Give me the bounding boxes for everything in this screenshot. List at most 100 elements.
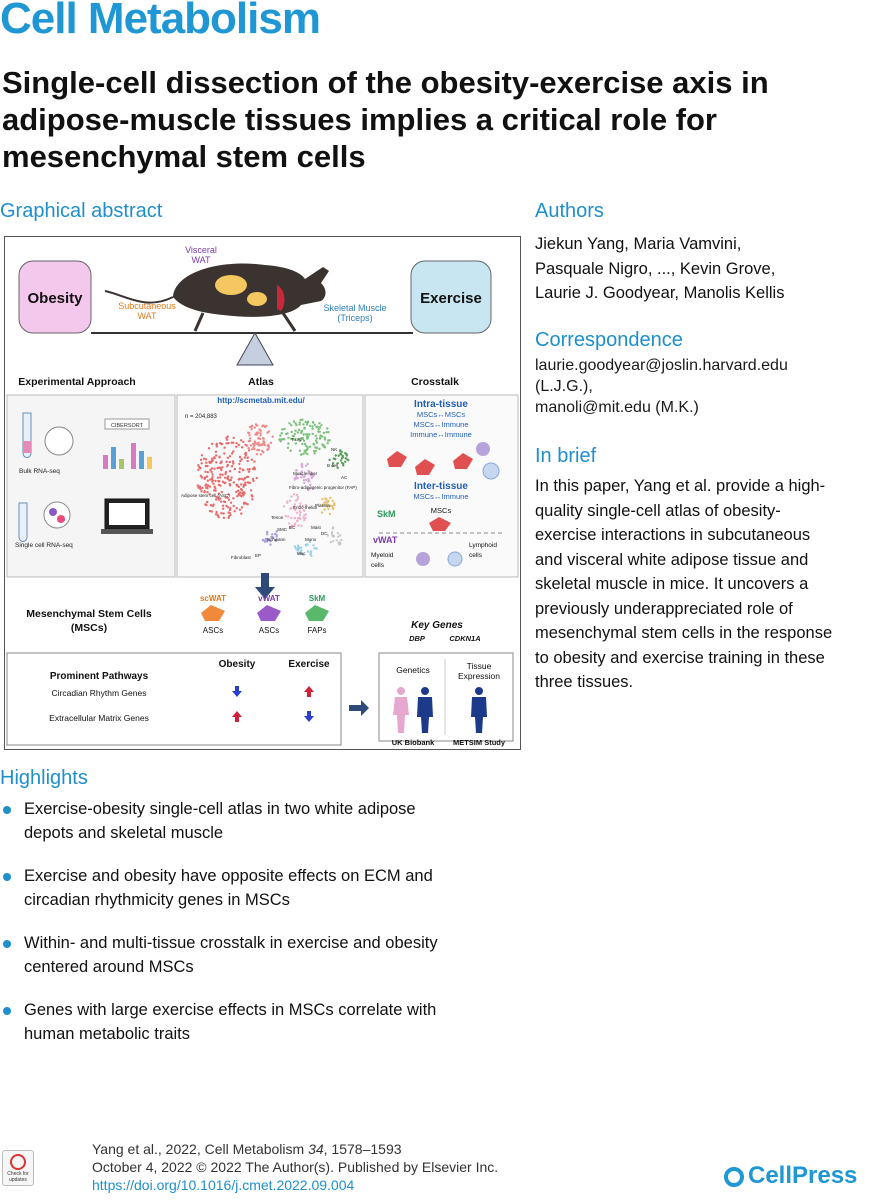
highlight-item: Exercise and obesity have opposite effec…: [0, 864, 520, 912]
umap-point: [312, 544, 315, 547]
umap-point: [286, 446, 290, 449]
umap-point: [294, 522, 297, 525]
umap-point: [339, 534, 342, 537]
umap-point: [232, 436, 235, 440]
umap-point: [205, 475, 209, 478]
umap-point: [270, 535, 273, 538]
umap-point: [318, 426, 322, 429]
umap-point: [325, 505, 329, 508]
umap-point: [305, 444, 308, 448]
umap-point: [318, 436, 322, 439]
umap-point: [297, 524, 300, 527]
umap-point: [219, 473, 222, 476]
umap-point: [306, 433, 309, 436]
umap-point: [222, 507, 225, 510]
umap-point: [237, 485, 240, 489]
correspondence-email-2[interactable]: manoli@mit.edu (M.K.): [535, 399, 699, 416]
in-brief-line: exercise interactions in subcutaneous: [535, 526, 811, 544]
umap-point: [257, 431, 260, 434]
correspondence-initials-1: (L.J.G.),: [535, 378, 593, 395]
umap-point: [304, 451, 307, 454]
umap-point: [333, 502, 336, 505]
crosstalk-heading: Crosstalk: [411, 376, 459, 388]
umap-point: [208, 509, 212, 513]
umap-point: [304, 543, 308, 546]
umap-point: [259, 453, 263, 456]
umap-point: [307, 472, 310, 475]
umap-point: [238, 491, 242, 494]
dna-bubble-icon: [44, 426, 74, 456]
umap-point: [317, 428, 320, 431]
umap-cluster-label: B cell: [327, 463, 338, 468]
doi-link[interactable]: https://doi.org/10.1016/j.cmet.2022.09.0…: [92, 1177, 355, 1193]
highlight-item: Exercise-obesity single-cell atlas in tw…: [0, 797, 520, 845]
in-brief-line: quality single-cell atlas of obesity-: [535, 501, 781, 520]
umap-cluster-label: Plasma: [315, 503, 331, 508]
umap-point: [279, 434, 282, 437]
umap-point: [302, 423, 305, 426]
msc-heading-1: Mesenchymal Stem Cells: [26, 608, 152, 620]
umap-point: [235, 490, 238, 494]
umap-point: [302, 452, 305, 455]
faps-label: FAPs: [307, 626, 326, 635]
umap-point: [271, 533, 274, 536]
umap-point: [217, 480, 220, 483]
check-for-updates-badge[interactable]: Check for updates: [2, 1150, 34, 1186]
umap-point: [220, 442, 224, 446]
umap-point: [269, 543, 272, 546]
umap-point: [215, 461, 218, 464]
umap-point: [262, 440, 265, 443]
bullet-icon: [3, 940, 11, 948]
umap-point: [318, 422, 321, 425]
umap-point: [302, 553, 305, 556]
umap-point: [227, 516, 230, 519]
umap-point: [229, 513, 232, 517]
umap-point: [247, 449, 251, 452]
subcutaneous-wat-label-1: Subcutaneous: [118, 301, 176, 311]
umap-point: [336, 535, 340, 538]
umap-point: [309, 553, 312, 556]
cellpress-icon: [724, 1167, 744, 1187]
highlights-list: Exercise-obesity single-cell atlas in tw…: [0, 797, 520, 1065]
umap-point: [288, 422, 291, 425]
umap-point: [229, 507, 232, 510]
umap-point: [339, 449, 342, 452]
umap-point: [213, 467, 216, 470]
umap-point: [341, 462, 345, 465]
umap-point: [308, 540, 312, 543]
correspondence-email-1[interactable]: laurie.goodyear@joslin.harvard.edu: [535, 357, 788, 374]
umap-point: [293, 438, 296, 441]
umap-point: [197, 468, 200, 471]
scwat-label: scWAT: [200, 594, 226, 603]
umap-point: [220, 512, 223, 515]
umap-point: [248, 468, 251, 471]
umap-point: [261, 449, 264, 453]
umap-point: [243, 456, 246, 459]
umap-point: [300, 431, 303, 435]
umap-point: [250, 458, 254, 461]
umap-point: [220, 460, 223, 463]
umap-point: [257, 437, 260, 440]
obesity-box: [18, 260, 92, 334]
umap-cluster-label: Mono: [305, 537, 317, 542]
umap-cluster-label: AC: [341, 475, 348, 480]
umap-point: [299, 418, 302, 422]
umap-cluster-label: Mast: [311, 525, 322, 530]
umap-point: [291, 524, 294, 527]
umap-cluster-label: NK: [331, 447, 337, 452]
umap-point: [244, 452, 247, 456]
umap-point: [329, 504, 332, 508]
umap-point: [293, 505, 296, 509]
journal-title: Cell Metabolism: [0, 0, 321, 43]
umap-point: [301, 442, 304, 446]
umap-point: [321, 504, 324, 507]
umap-point: [327, 507, 330, 510]
umap-point: [240, 446, 244, 449]
umap-point: [206, 484, 210, 487]
atlas-n-cells: n = 204,883: [185, 414, 218, 420]
umap-point: [267, 445, 270, 449]
umap-point: [224, 470, 228, 474]
umap-point: [227, 498, 231, 501]
umap-point: [326, 442, 329, 445]
umap-point: [287, 515, 290, 518]
